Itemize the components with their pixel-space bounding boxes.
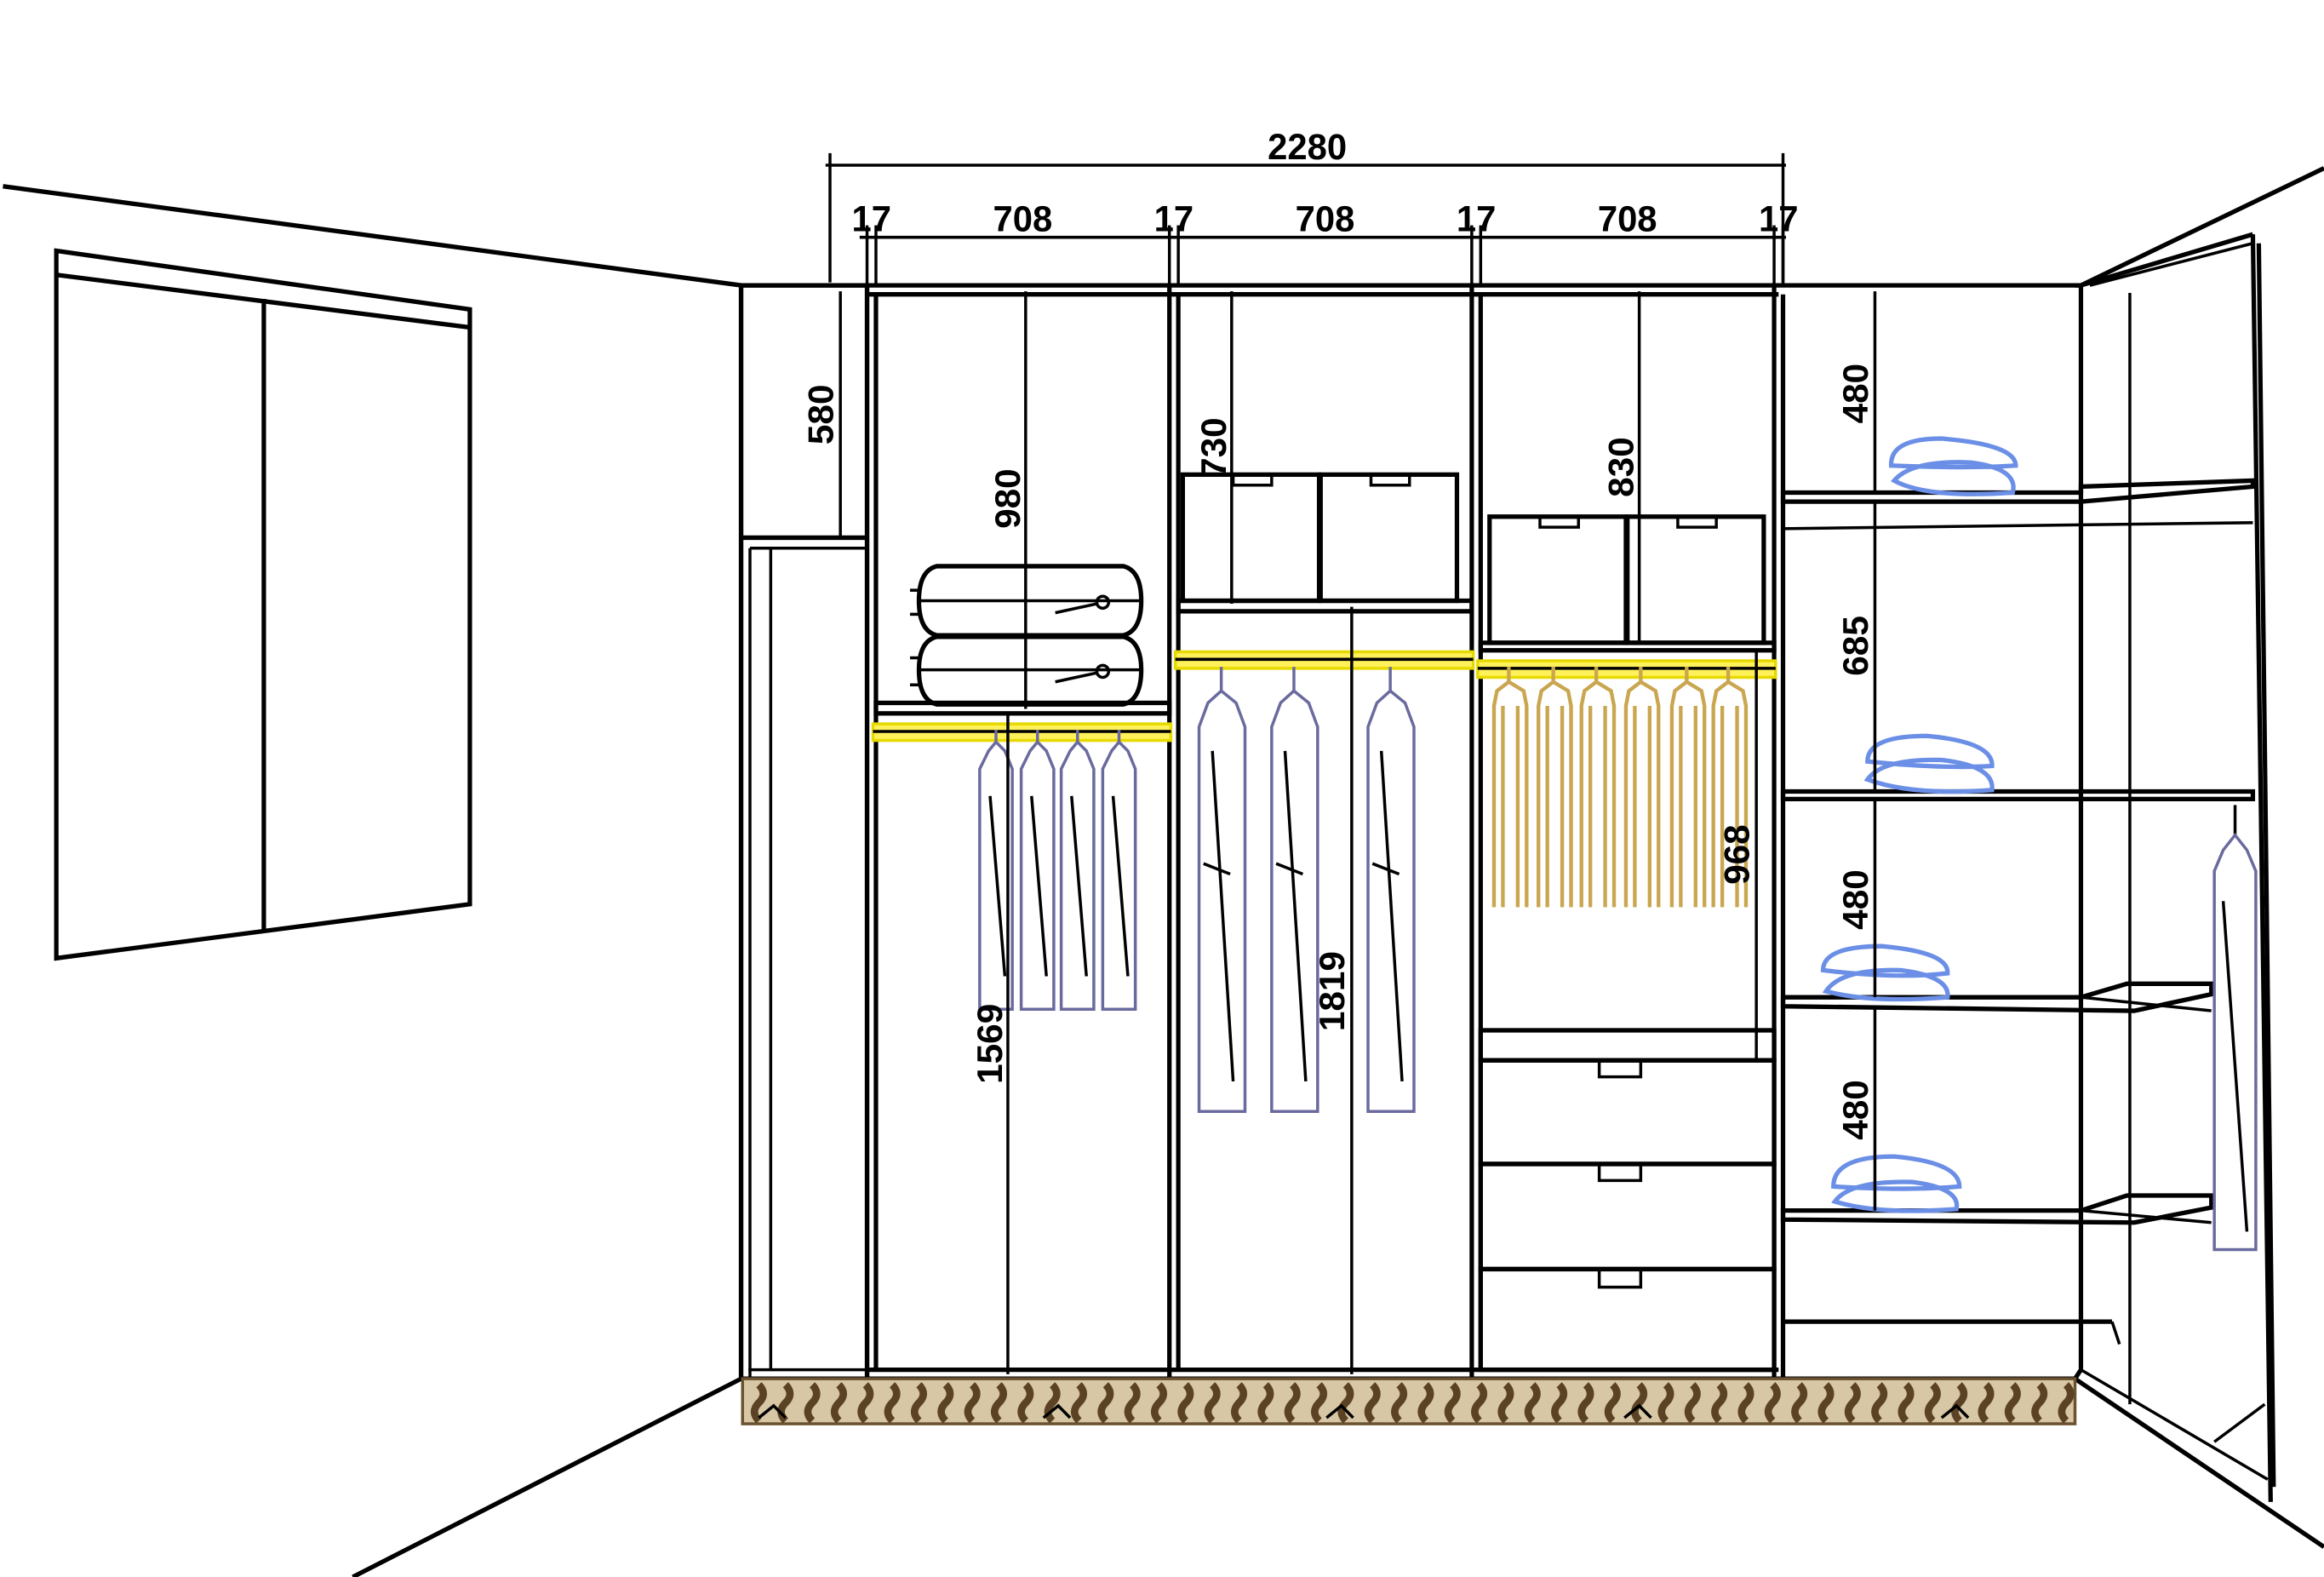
dim-panel-1: 17 — [852, 198, 891, 238]
dim-bay1-upper: 980 — [987, 468, 1027, 529]
dim-compartment-2: 708 — [1296, 198, 1355, 238]
room-outline — [3, 166, 2324, 1577]
dim-top-left-box: 580 — [801, 385, 841, 445]
suitcase-bottom — [910, 634, 1144, 707]
dim-right-shelf-4: 480 — [1835, 1080, 1875, 1140]
dim-panel-4: 17 — [1759, 198, 1798, 238]
storage-boxes-bay-2 — [1180, 472, 1460, 604]
bay-1 — [871, 564, 1173, 1012]
dim-bay2-hanging: 1819 — [1312, 951, 1352, 1031]
right-shelf-4 — [1780, 1193, 2214, 1225]
dim-compartment-1: 708 — [993, 198, 1052, 238]
dim-panel-3: 17 — [1457, 198, 1496, 238]
folded-towels — [1820, 436, 2018, 1213]
left-end-unit — [738, 283, 870, 1381]
dim-bay3-upper: 830 — [1601, 437, 1641, 497]
hanging-rail-bay-1 — [871, 722, 1173, 743]
dim-right-shelf-3: 480 — [1835, 869, 1875, 930]
right-bottom-shelf — [1783, 1319, 2121, 1345]
dim-bay3-hanging: 968 — [1717, 824, 1757, 885]
drawer-stack — [1478, 1028, 1777, 1373]
dim-overall-width: 2280 — [1268, 127, 1347, 167]
dim-right-shelf-2: 685 — [1835, 616, 1875, 676]
long-garments-bay-2 — [1197, 667, 1416, 1113]
hanging-rail-bay-2 — [1173, 650, 1475, 670]
dim-bay1-hanging: 1569 — [970, 1004, 1010, 1084]
trousers-bay-3 — [1491, 667, 1749, 908]
dim-panel-2: 17 — [1154, 198, 1193, 238]
short-garments-bay-1 — [978, 730, 1137, 1012]
window — [54, 248, 472, 961]
dimension-lines — [825, 152, 1877, 1374]
dimension-labels: 2280 17 708 17 708 17 708 17 580 980 156… — [801, 127, 1875, 1140]
storage-boxes-bay-3 — [1487, 514, 1766, 645]
right-shelf-2 — [1780, 788, 2256, 801]
dim-compartment-3: 708 — [1598, 198, 1657, 238]
plinth — [741, 1377, 2077, 1425]
bay-3 — [1476, 514, 1777, 1373]
right-corner-shelving — [1780, 232, 2276, 1502]
right-shelf-1 — [1780, 478, 2256, 530]
dim-right-shelf-1: 480 — [1835, 364, 1875, 424]
hanging-rail-bay-3 — [1476, 659, 1777, 680]
corner-hanging-garment — [2212, 805, 2258, 1252]
bay-2 — [1173, 472, 1475, 1113]
dim-bay2-upper: 730 — [1193, 417, 1234, 478]
right-shelf-3 — [1780, 981, 2214, 1013]
